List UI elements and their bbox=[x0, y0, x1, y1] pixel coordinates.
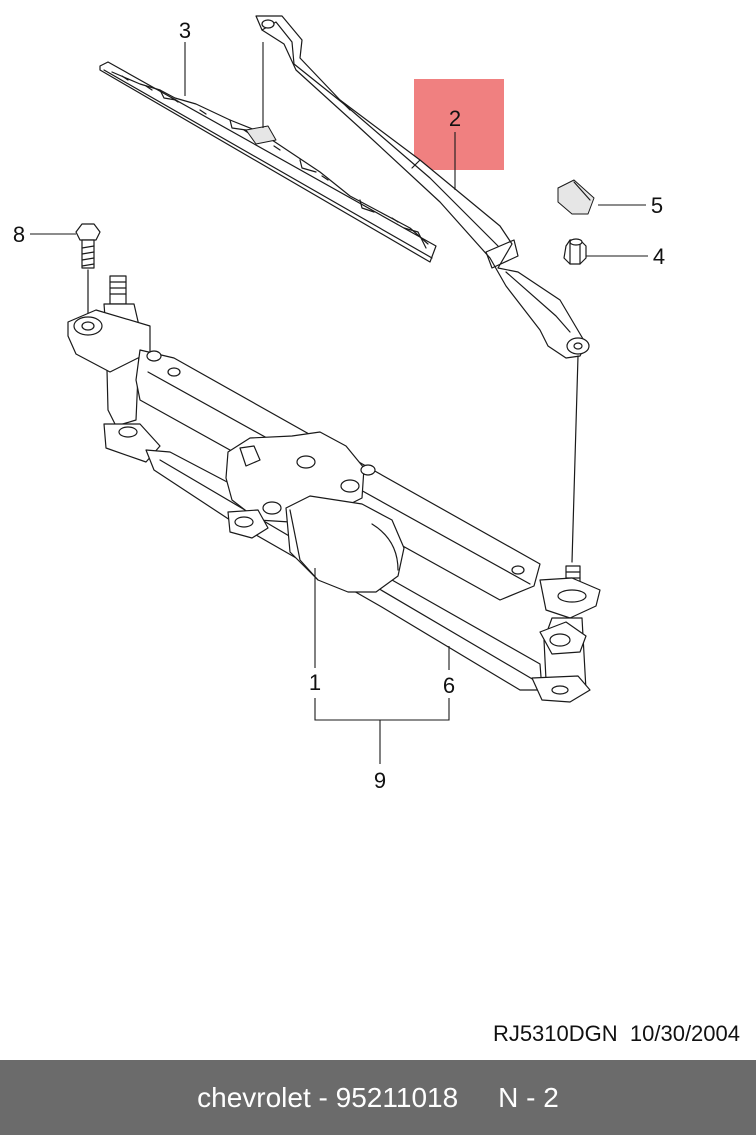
callout-4: 4 bbox=[653, 244, 665, 269]
callout-1: 1 bbox=[309, 670, 321, 695]
footer-bar: chevrolet - 95211018 N - 2 bbox=[0, 1060, 756, 1135]
footer-brand: chevrolet bbox=[197, 1081, 311, 1113]
callout-2: 2 bbox=[449, 106, 461, 131]
cap-part-5 bbox=[557, 179, 595, 215]
callout-2-highlight bbox=[414, 79, 504, 170]
wiper-blade-part-3 bbox=[99, 61, 437, 263]
callout-8: 8 bbox=[13, 222, 25, 247]
callout-3: 3 bbox=[179, 18, 191, 43]
wiper-arm-part-2 bbox=[255, 15, 590, 359]
footer-part-number: 95211018 bbox=[335, 1081, 459, 1113]
leader-lines bbox=[30, 42, 648, 764]
footer-separator: - bbox=[318, 1081, 328, 1113]
callout-6: 6 bbox=[443, 673, 455, 698]
footer-page-ref: N - 2 bbox=[498, 1081, 559, 1113]
drawing-code: RJ5310DGN bbox=[492, 1021, 618, 1046]
callout-5: 5 bbox=[651, 193, 663, 218]
callout-9: 9 bbox=[374, 768, 386, 793]
bolt-part-8 bbox=[75, 223, 101, 319]
drawing-date: 10/30/2004 bbox=[629, 1021, 740, 1046]
drawing-reference: RJ5310DGN 10/30/2004 bbox=[493, 1021, 740, 1047]
nut-part-4 bbox=[563, 238, 587, 265]
